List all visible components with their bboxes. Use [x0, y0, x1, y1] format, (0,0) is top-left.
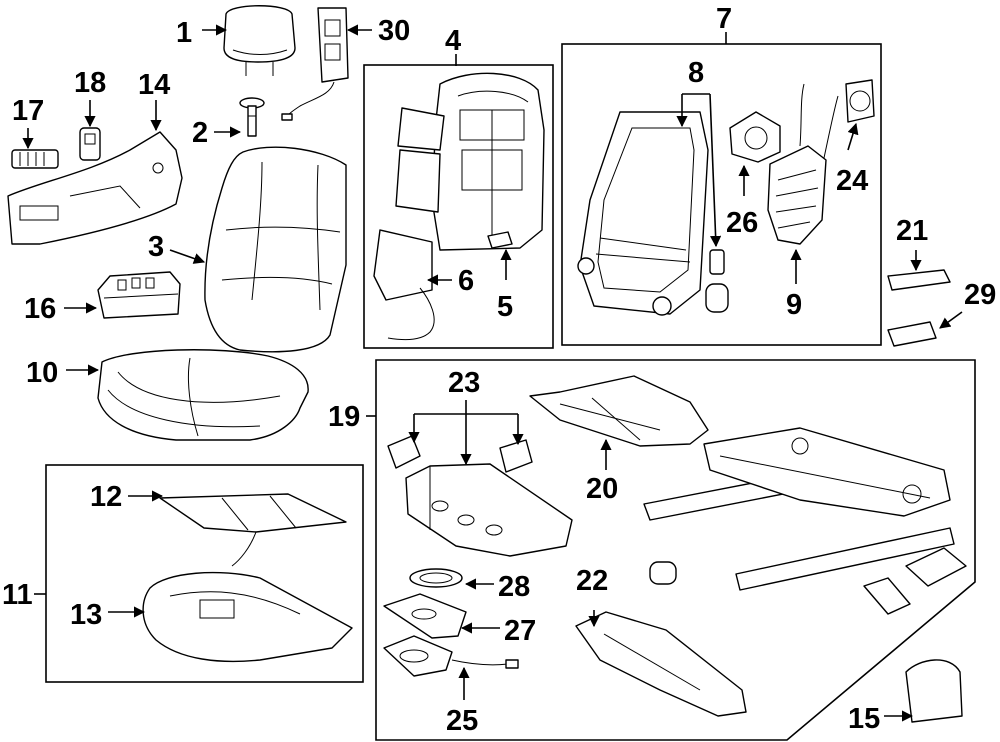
label-5: 5	[497, 291, 513, 323]
seat-track-assembly	[643, 427, 955, 591]
label-20: 20	[586, 473, 618, 505]
label-4: 4	[445, 25, 461, 57]
label-18: 18	[74, 67, 106, 99]
part-8-bolt	[705, 249, 729, 313]
label-22: 22	[576, 565, 608, 597]
part-15-cover	[905, 659, 963, 723]
label-21: 21	[896, 215, 928, 247]
part-24-motor-gear	[845, 79, 875, 123]
group-box-19	[375, 359, 976, 741]
part-22-lower-frame	[575, 611, 747, 717]
label-3: 3	[148, 231, 164, 263]
label-30: 30	[378, 15, 410, 47]
part-5-clip	[487, 231, 513, 249]
part-25-sensor	[383, 635, 519, 677]
part-17-switch-knob	[11, 149, 59, 169]
seatback-heater-panel	[395, 107, 445, 213]
part-number-labels: 1 2 3 4 5 6 7 8 9 10 11 12 13 14 15 16 1…	[2, 3, 996, 737]
label-29: 29	[964, 279, 996, 311]
label-24: 24	[836, 165, 868, 197]
group-box-7	[561, 43, 882, 346]
label-9: 9	[786, 289, 802, 321]
label-26: 26	[726, 207, 758, 239]
label-27: 27	[504, 615, 536, 647]
group-box-11	[45, 464, 364, 683]
label-1: 1	[176, 17, 192, 49]
label-25: 25	[446, 705, 478, 737]
label-6: 6	[458, 265, 474, 297]
part-16-switch-unit	[97, 271, 181, 319]
label-17: 17	[12, 95, 44, 127]
part-3-seatback-cover	[204, 146, 347, 353]
label-12: 12	[90, 481, 122, 513]
label-23: 23	[448, 367, 480, 399]
label-16: 16	[24, 293, 56, 325]
cushion-frame	[405, 463, 573, 557]
part-1-headrest	[223, 5, 296, 76]
label-11: 11	[2, 579, 33, 611]
part-2-headrest-guide	[239, 97, 265, 137]
label-2: 2	[192, 117, 208, 149]
part-13-cushion-pad	[142, 571, 353, 663]
part-26-recliner	[729, 111, 781, 163]
track-motor-3	[863, 577, 911, 615]
part-10-cushion-cover	[97, 349, 309, 441]
part-6-heater-element	[373, 229, 435, 341]
part-27-bracket	[383, 593, 467, 639]
part-23-bracket-left	[387, 435, 421, 469]
label-28: 28	[498, 571, 530, 603]
part-20-cushion-pan	[529, 375, 709, 447]
part-8-seatback-frame	[577, 111, 709, 316]
track-motor-2	[905, 547, 967, 587]
label-7: 7	[716, 3, 732, 35]
label-10: 10	[26, 357, 58, 389]
part-4-seatback-pad	[431, 72, 545, 251]
label-19: 19	[328, 401, 360, 433]
part-18-switch-knob	[79, 127, 101, 161]
part-14-side-trim	[7, 131, 183, 245]
label-14: 14	[138, 69, 170, 101]
leader-lines	[22, 24, 963, 722]
part-23-bracket-right	[499, 439, 533, 473]
group-box-4	[363, 64, 554, 349]
track-motor-1	[649, 561, 677, 585]
label-13: 13	[70, 599, 102, 631]
part-30-side-airbag	[281, 7, 349, 121]
part-9-lumbar-support	[767, 83, 839, 245]
label-15: 15	[848, 703, 880, 735]
label-8: 8	[688, 57, 704, 89]
part-12-cushion-heater	[159, 493, 347, 567]
part-29-cover	[887, 321, 937, 347]
part-28-ring	[409, 568, 463, 588]
part-21-cover	[887, 269, 951, 291]
